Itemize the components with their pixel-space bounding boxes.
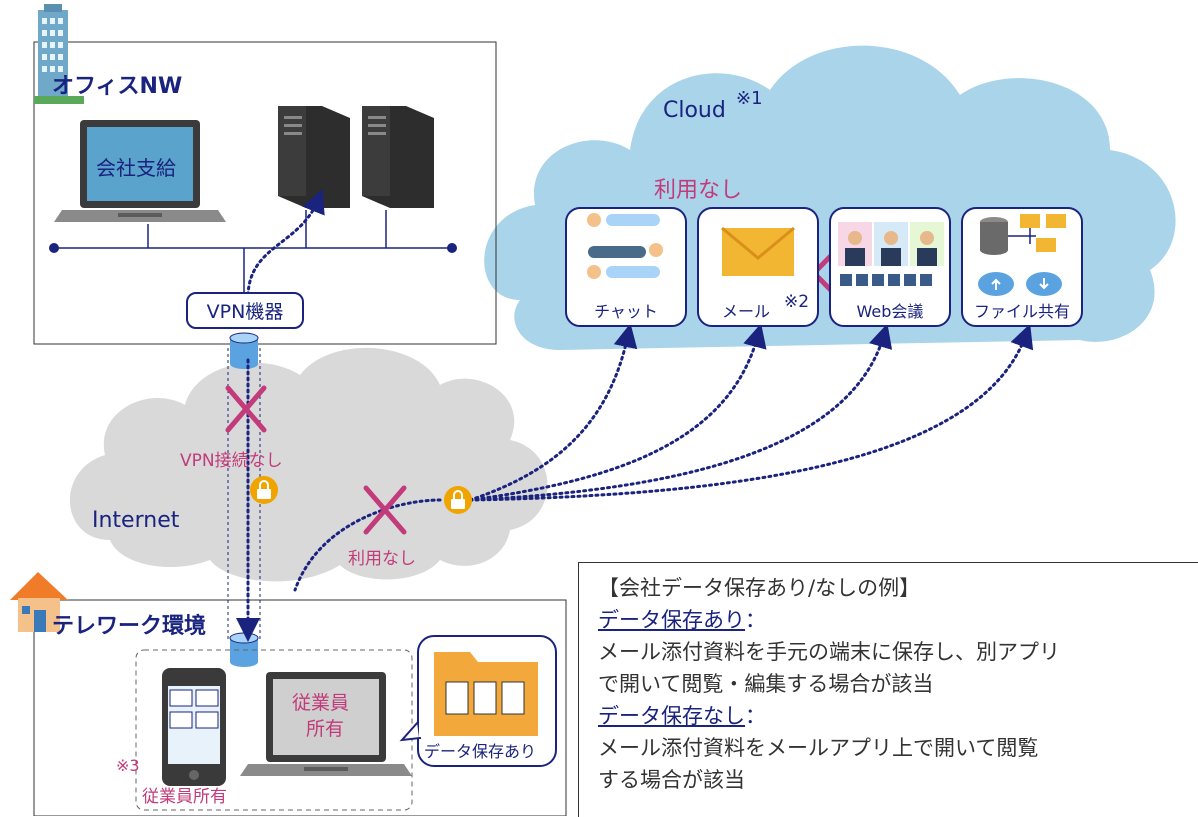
- vpn-device-box: VPN機器: [186, 292, 304, 329]
- lock-icon-internet: [444, 486, 472, 514]
- data-badge-label: データ保存あり: [424, 742, 537, 761]
- data-folder-icon: [434, 652, 538, 736]
- service-label-mail: メール: [721, 302, 770, 321]
- internet-title: Internet: [92, 508, 180, 533]
- note-without-line2: する場合が該当: [598, 768, 745, 792]
- lock-icon-vpn: [250, 476, 278, 504]
- note-with-line2: で開いて閲覧・編集する場合が該当: [598, 672, 934, 696]
- lan-bus: [56, 210, 450, 292]
- chat-line: [468, 323, 638, 502]
- note-panel: [578, 562, 1198, 817]
- note-with-title: データ保存あり: [598, 608, 745, 632]
- office-building-icon: [34, 4, 84, 104]
- device-group-label: 従業員所有: [142, 787, 227, 807]
- cloud-note-mark: ※1: [736, 88, 763, 109]
- office-laptop-label: 会社支給: [96, 156, 176, 180]
- note-without-title: データ保存なし: [598, 704, 745, 728]
- office-title: オフィスNW: [52, 74, 183, 99]
- direct-internet-line: [293, 498, 442, 592]
- service-tile-chat: [565, 207, 687, 327]
- note-without-title-row: データ保存なし：: [598, 700, 766, 730]
- service-tile-mail: [697, 207, 819, 327]
- mail-note-mark: ※2: [784, 292, 810, 312]
- telework-title: テレワーク環境: [52, 614, 207, 639]
- internet-cloud-shape: [69, 347, 548, 582]
- vpn-cross-icon: [225, 385, 267, 433]
- house-icon: [10, 572, 68, 632]
- telework-note-mark: ※3: [116, 756, 140, 775]
- vpn-server-line: [246, 188, 325, 297]
- note-with-line1: メール添付資料を手元の端末に保存し、別アプリ: [598, 640, 1060, 664]
- note-with-colon: ：: [745, 608, 766, 632]
- service-label-file-share: ファイル共有: [973, 302, 1070, 321]
- pc-label-line2: 所有: [306, 718, 345, 740]
- mail-line: [468, 323, 767, 502]
- vpn-status-label: VPN接続なし: [180, 451, 283, 471]
- cloud-title: Cloud: [663, 98, 726, 123]
- file-share-line: [468, 323, 1034, 502]
- direct-status-label: 利用なし: [348, 549, 416, 569]
- tunnel-cylinder-top: [229, 332, 259, 369]
- office-network-box: [33, 41, 497, 345]
- personal-laptop-icon: [240, 672, 412, 776]
- service-label-chat: チャット: [594, 302, 658, 321]
- office-laptop-icon: [54, 120, 226, 222]
- service-tile-web-meeting: [829, 207, 951, 327]
- service-tile-file-share: [961, 207, 1083, 327]
- telework-box: [33, 599, 567, 816]
- note-without-line1: メール添付資料をメールアプリ上で開いて閲覧: [598, 736, 1039, 760]
- service-label-web-meeting: Web会議: [856, 302, 924, 321]
- server-icon-2: [362, 106, 434, 208]
- note-with-title-row: データ保存あり：: [598, 604, 766, 634]
- pc-label-line1: 従業員: [292, 692, 350, 714]
- note-without-colon: ：: [745, 704, 766, 728]
- server-icon-1: [278, 106, 350, 208]
- cloud-status: 利用なし: [654, 178, 743, 203]
- note-heading: 【会社データ保存あり/なしの例】: [598, 576, 921, 600]
- direct-cross-icon: [363, 485, 407, 535]
- smartphone-icon: [162, 668, 226, 786]
- web-meeting-line: [468, 323, 893, 502]
